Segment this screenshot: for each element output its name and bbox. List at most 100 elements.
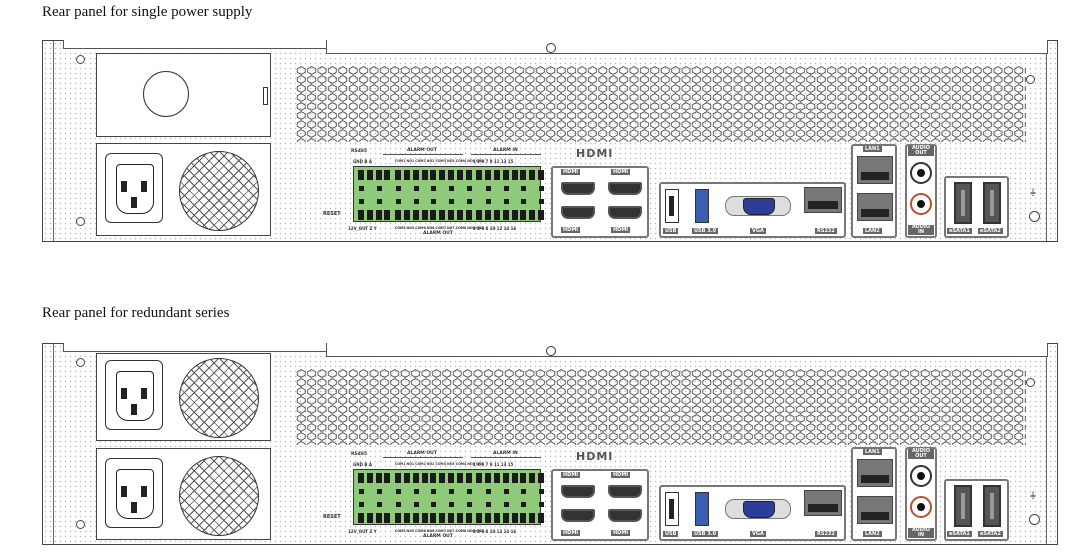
power-supply-2	[96, 448, 271, 540]
terminal-screw	[376, 199, 382, 204]
terminal-screw	[359, 489, 364, 494]
hdmi-label: HDMI	[611, 227, 631, 233]
terminal-pin	[511, 513, 518, 523]
panel-frame	[53, 41, 1047, 241]
terminal-pin	[448, 210, 454, 220]
hdmi-port-icon	[608, 206, 642, 219]
terminal-screw	[521, 199, 527, 204]
lan-group: LAN1 LAN2	[851, 447, 897, 541]
usb3-label: USB 3.0	[692, 228, 719, 234]
terminal-pin	[404, 473, 410, 483]
terminal-pin	[485, 473, 492, 483]
vga-label: VGA	[750, 531, 766, 537]
terminal-pin	[358, 473, 364, 483]
terminal-screw	[376, 502, 382, 507]
rs232-label: RS232	[815, 531, 837, 537]
terminal-screw	[396, 186, 402, 191]
plate-hole	[143, 71, 189, 117]
alarm-in-bottom-label: 2 4 6 8 10 12 14 16	[473, 529, 517, 534]
esata1-port-icon	[954, 485, 972, 527]
rs232-port-icon	[804, 187, 842, 213]
terminal-pin	[366, 210, 373, 220]
terminal-pin	[476, 513, 483, 523]
audio-out-label: AUDIO OUT	[908, 449, 934, 459]
hdmi-port-icon	[608, 485, 642, 498]
power-out-label: 12V_OUT Z Y	[348, 226, 377, 231]
top-cover	[326, 40, 1048, 54]
terminal-screw	[466, 186, 472, 191]
terminal-pin	[375, 513, 382, 523]
io-group: USB USB 3.0 VGA RS232	[659, 485, 846, 541]
alarm-in-label: ALARM IN	[493, 148, 518, 153]
terminal-pin	[456, 473, 463, 483]
terminal-pin	[529, 210, 536, 220]
alarm-in-bottom-label: 2 4 6 8 10 12 14 16	[473, 226, 517, 231]
terminal-pin	[395, 513, 402, 523]
terminal-screw	[503, 186, 509, 191]
hdmi-label: HDMI	[611, 472, 631, 478]
terminal-screw	[486, 199, 492, 204]
terminal-screw	[449, 186, 454, 191]
terminal-screw	[431, 502, 437, 507]
terminal-screw	[359, 186, 364, 191]
lan2-label: LAN2	[863, 531, 882, 537]
lan1-port-icon	[857, 459, 893, 487]
hdmi-port-icon	[561, 182, 595, 195]
terminal-screw	[396, 502, 402, 507]
audio-in-jack-icon	[910, 496, 932, 518]
esata1-label: eSATA1	[947, 531, 972, 537]
terminal-screw	[413, 199, 419, 204]
terminal-screw	[521, 502, 527, 507]
usb-label: USB	[663, 531, 679, 537]
terminal-pin	[430, 210, 437, 220]
terminal-pin	[412, 210, 419, 220]
terminal-pin	[529, 513, 536, 523]
terminal-screw	[503, 502, 509, 507]
terminal-pin	[502, 170, 509, 180]
esata2-label: eSATA2	[978, 228, 1003, 234]
audio-in-label: AUDIO IN	[908, 225, 934, 235]
terminal-pin	[538, 473, 544, 483]
esata1-port-icon	[954, 182, 972, 224]
terminal-pin	[358, 170, 364, 180]
fan-icon	[179, 456, 259, 536]
terminal-pin	[430, 513, 437, 523]
terminal-pin	[366, 170, 373, 180]
audio-out-jack-icon	[910, 465, 932, 487]
alarm-out-top-label: COM1 NO1 COM2 NO2 COM3 NO3 COM4 NO4 GND	[395, 159, 484, 163]
hdmi-port-icon	[561, 509, 595, 522]
terminal-screw	[376, 489, 382, 494]
panel-frame	[53, 344, 1047, 544]
hdmi-port-icon	[561, 206, 595, 219]
terminal-pin	[538, 170, 544, 180]
ground-icon: ⏚	[1029, 188, 1037, 197]
lan1-port-icon	[857, 156, 893, 184]
alarm-out-label: ALARM OUT	[407, 451, 437, 456]
terminal-screw	[449, 199, 454, 204]
usb3-port-icon	[695, 492, 709, 526]
panel-title: Rear panel for redundant series	[42, 305, 230, 321]
screw-icon	[76, 520, 85, 529]
alarm-in-top-label: 1 3 5 7 9 11 13 15	[473, 462, 514, 467]
hdmi-logo: HDMI	[576, 147, 614, 160]
ground-screw-icon	[1029, 211, 1040, 222]
terminal-screw	[359, 502, 364, 507]
terminal-pin	[375, 170, 382, 180]
hdmi-port-icon	[608, 182, 642, 195]
terminal-pin	[511, 170, 518, 180]
terminal-pin	[511, 473, 518, 483]
terminal-screw	[359, 199, 364, 204]
terminal-pin	[476, 170, 483, 180]
terminal-pin	[412, 170, 419, 180]
vent-honeycomb	[296, 369, 1026, 445]
usb3-port-icon	[695, 189, 709, 223]
lan2-label: LAN2	[863, 228, 882, 234]
terminal-screw	[466, 199, 472, 204]
screw-icon	[1026, 75, 1035, 84]
terminal-pin	[439, 170, 446, 180]
power-socket-icon	[105, 153, 163, 223]
alarm-out-bottom-label: COM5 NO5 COM6 NO6 COM7 NO7 COM8 NO8 GND	[395, 226, 484, 230]
terminal-pin	[412, 513, 419, 523]
terminal-screw	[486, 186, 492, 191]
terminal-pin	[465, 210, 472, 220]
